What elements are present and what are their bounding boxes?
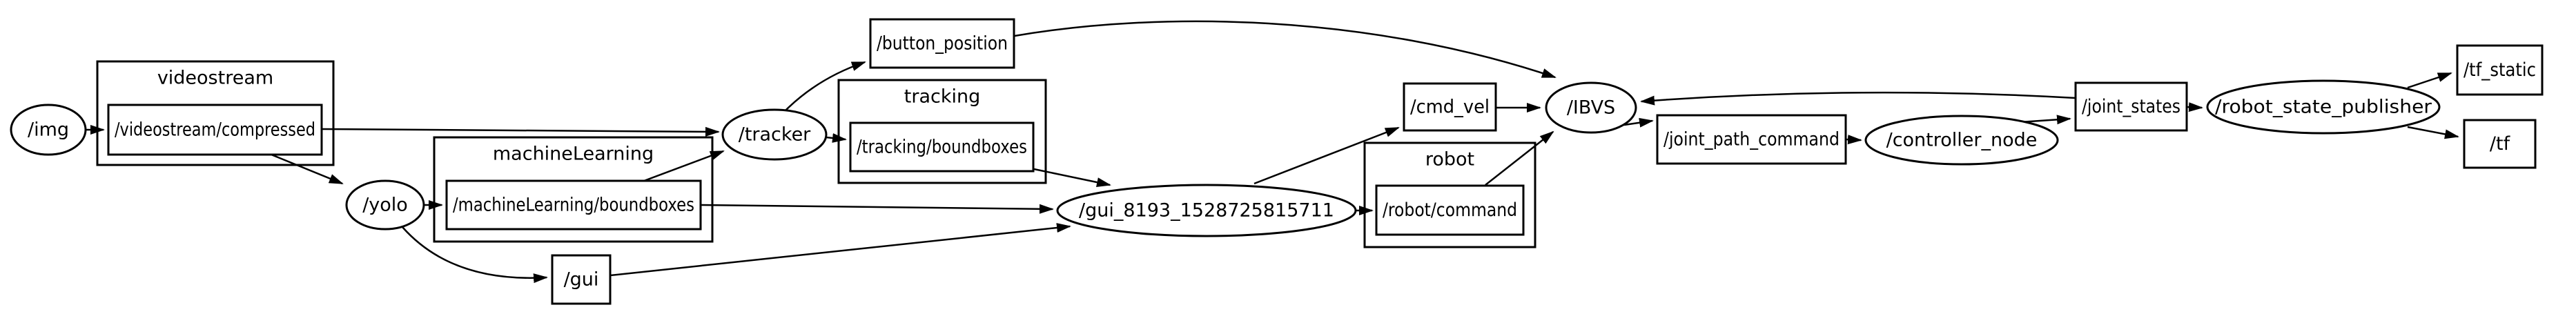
node-label-gui-8193-1528725815711: /gui_8193_1528725815711 bbox=[1079, 200, 1334, 222]
node-label-robot-state-publisher: /robot_state_publisher bbox=[2215, 97, 2432, 118]
edge-gui-to-gui-8193-1528725815711 bbox=[609, 223, 1071, 277]
edge-videostream-compressed-to-yolo bbox=[271, 153, 344, 185]
topic-box-robot-command: /robot/command bbox=[1375, 184, 1525, 236]
topic-rect-joint-states bbox=[2074, 81, 2188, 132]
node-ellipse-yolo: /yolo bbox=[345, 179, 425, 231]
topic-rect-machinelearning-boundboxes bbox=[445, 179, 702, 231]
edge-videostream-compressed-to-tracker bbox=[321, 126, 720, 137]
topic-label-tf: /tf bbox=[2490, 133, 2511, 155]
topic-label-videostream-compressed: /videostream/compressed bbox=[115, 119, 315, 141]
topic-rect-gui bbox=[551, 254, 612, 305]
edge-tracker-to-tracking-boundboxes bbox=[826, 133, 847, 143]
topic-layer: /videostream/compressed/machineLearning/… bbox=[107, 18, 2544, 305]
edge-machinelearning-boundboxes-to-tracker bbox=[643, 150, 725, 182]
node-ellipse-controller-node: /controller_node bbox=[1864, 115, 2059, 166]
node-shape-tracker bbox=[721, 108, 828, 161]
topic-label-machinelearning-boundboxes: /machineLearning/boundboxes bbox=[453, 195, 694, 216]
node-ellipse-ibvs: /IBVS bbox=[1545, 81, 1637, 134]
topic-box-joint-path-command: /joint_path_command bbox=[1656, 114, 1847, 165]
node-ellipse-gui-8193-1528725815711: /gui_8193_1528725815711 bbox=[1056, 184, 1357, 237]
edge-robot-state-publisher-to-tf-static bbox=[2407, 72, 2452, 89]
topic-label-robot-command: /robot/command bbox=[1383, 199, 1517, 221]
edge-layer bbox=[86, 20, 2459, 284]
topic-rect-cmd-vel bbox=[1403, 82, 1497, 132]
topic-box-videostream-compressed: /videostream/compressed bbox=[107, 104, 323, 156]
edge-robot-state-publisher-to-tf bbox=[2407, 126, 2459, 139]
node-shape-robot-state-publisher bbox=[2206, 79, 2441, 135]
topic-box-tf: /tf bbox=[2463, 119, 2537, 169]
topic-rect-tracking-boundboxes bbox=[849, 121, 1035, 173]
node-shape-img bbox=[10, 104, 87, 156]
edge-gui-8193-1528725815711-to-cmd-vel bbox=[1253, 126, 1400, 185]
topic-rect-tf bbox=[2463, 119, 2537, 169]
topic-rect-videostream-compressed bbox=[107, 104, 323, 156]
topic-box-cmd-vel: /cmd_vel bbox=[1403, 82, 1497, 132]
topic-box-tracking-boundboxes: /tracking/boundboxes bbox=[849, 121, 1035, 173]
edge-tracker-to-button-position bbox=[784, 61, 866, 112]
edge-controller-node-to-joint-states bbox=[2019, 115, 2071, 125]
node-layer: /img/yolo/tracker/gui_8193_1528725815711… bbox=[10, 79, 2441, 237]
topic-label-button-position: /button_position bbox=[877, 33, 1008, 55]
topic-label-cmd-vel: /cmd_vel bbox=[1410, 97, 1490, 118]
topic-box-gui: /gui bbox=[551, 254, 612, 305]
node-shape-yolo bbox=[345, 179, 425, 231]
namespace-label-videostream: videostream bbox=[157, 68, 273, 89]
topic-box-joint-states: /joint_states bbox=[2074, 81, 2188, 132]
node-shape-gui-8193-1528725815711 bbox=[1056, 184, 1357, 237]
edge-joint-states-to-robot-state-publisher bbox=[2186, 102, 2203, 112]
node-shape-ibvs bbox=[1545, 81, 1637, 134]
topic-label-gui: /gui bbox=[564, 269, 599, 291]
topic-label-tf-static: /tf_static bbox=[2463, 59, 2536, 81]
node-ellipse-robot-state-publisher: /robot_state_publisher bbox=[2206, 79, 2441, 135]
namespace-label-tracking: tracking bbox=[904, 86, 980, 108]
topic-rect-tf-static bbox=[2456, 44, 2544, 96]
node-label-yolo: /yolo bbox=[362, 195, 408, 216]
topic-box-machinelearning-boundboxes: /machineLearning/boundboxes bbox=[445, 179, 702, 231]
topic-rect-joint-path-command bbox=[1656, 114, 1847, 165]
topic-rect-robot-command bbox=[1375, 184, 1525, 236]
edge-button-position-to-ibvs bbox=[1014, 20, 1557, 79]
node-shape-controller-node bbox=[1864, 115, 2059, 166]
edge-robot-command-to-ibvs bbox=[1485, 130, 1554, 186]
edge-ibvs-to-joint-path-command bbox=[1623, 117, 1654, 128]
namespace-label-robot: robot bbox=[1425, 149, 1474, 170]
node-ellipse-img: /img bbox=[10, 104, 87, 156]
topic-label-tracking-boundboxes: /tracking/boundboxes bbox=[857, 137, 1027, 158]
topic-rect-button-position bbox=[869, 18, 1015, 69]
topic-label-joint-path-command: /joint_path_command bbox=[1663, 129, 1840, 150]
node-label-tracker: /tracker bbox=[739, 124, 811, 146]
node-ellipse-tracker: /tracker bbox=[721, 108, 828, 161]
node-label-ibvs: /IBVS bbox=[1567, 97, 1615, 119]
node-label-img: /img bbox=[28, 119, 69, 141]
node-label-controller-node: /controller_node bbox=[1886, 130, 2038, 151]
namespace-label-machinelearning: machineLearning bbox=[493, 144, 654, 165]
topic-label-joint-states: /joint_states bbox=[2082, 96, 2180, 117]
edge-joint-states-to-ibvs bbox=[1640, 91, 2076, 106]
edge-yolo-to-gui bbox=[402, 226, 548, 284]
edge-tracking-boundboxes-to-gui-8193-1528725815711 bbox=[1033, 168, 1111, 187]
edge-joint-path-command-to-controller-node bbox=[1845, 135, 1862, 145]
topic-box-button-position: /button_position bbox=[869, 18, 1015, 69]
edge-machinelearning-boundboxes-to-gui-8193-1528725815711 bbox=[700, 204, 1054, 214]
topic-box-tf-static: /tf_static bbox=[2456, 44, 2544, 96]
